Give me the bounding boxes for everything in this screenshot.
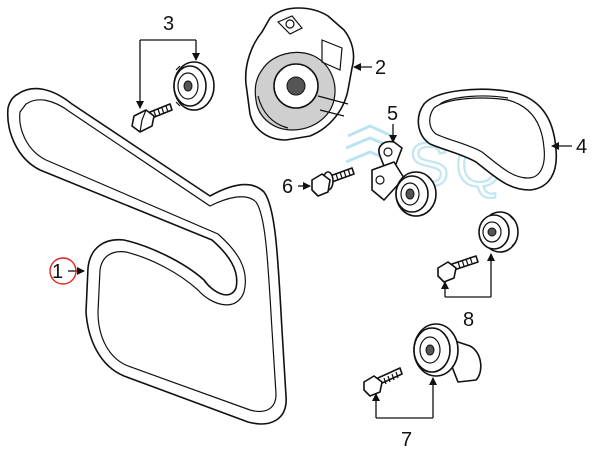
- bolt-8: [437, 255, 479, 283]
- callout-5: 5: [387, 103, 398, 125]
- highlight-circle: [49, 257, 77, 285]
- drive-belt: [6, 87, 287, 425]
- callout-7: 7: [401, 429, 412, 450]
- callout-4: 4: [576, 136, 587, 158]
- idler-pulley-7: [413, 323, 482, 383]
- callout-1: 1: [52, 261, 63, 283]
- tensioner-pulley-5: [371, 140, 437, 217]
- bolt-3: [131, 103, 173, 133]
- idler-pulley-3: [173, 61, 215, 111]
- callout-6: 6: [282, 176, 293, 198]
- callout-8: 8: [463, 309, 474, 331]
- callout-3: 3: [163, 13, 174, 35]
- callout-labels: 1 2 3 4 5 6 7 8: [52, 13, 587, 450]
- callout-2: 2: [375, 57, 386, 79]
- bolt-6: [311, 167, 355, 197]
- idler-pulley-8: [478, 211, 519, 253]
- bolt-7: [363, 367, 403, 397]
- callout-leaders: [68, 39, 572, 419]
- ribbed-belt: [417, 88, 558, 191]
- belt-tensioner: [244, 7, 355, 141]
